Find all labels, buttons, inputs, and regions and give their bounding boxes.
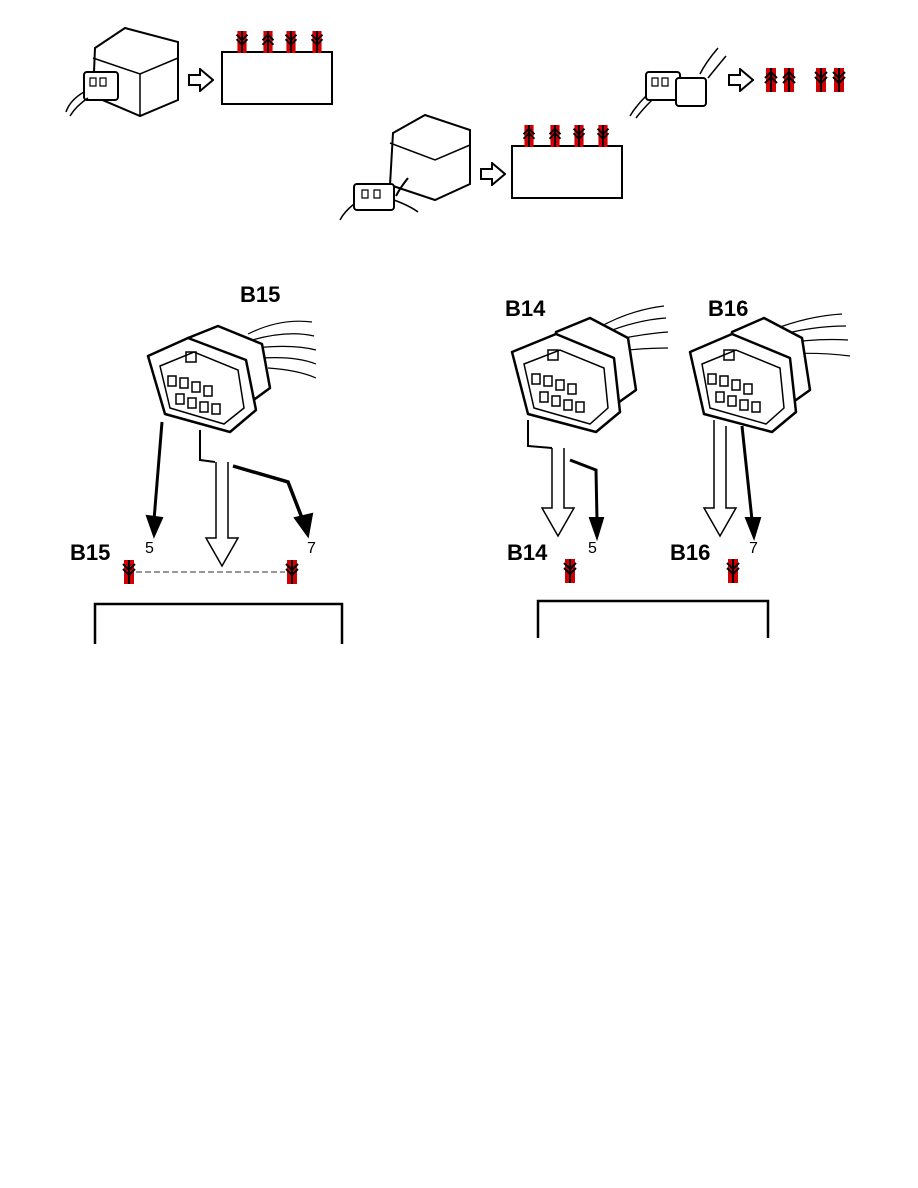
wire-pin-5	[123, 560, 135, 584]
connector-b14-group: B14 B14 5	[505, 296, 669, 583]
pin-7-label: 7	[307, 540, 316, 557]
ecu-box-illustration-1	[65, 26, 179, 118]
connector-b16-label: B16	[708, 296, 748, 321]
inline-connector-illustration	[629, 47, 727, 119]
pin-b-connector-label: B16	[670, 540, 710, 565]
wire-b16-pin-7	[727, 559, 739, 583]
connector-b15-illustration	[146, 320, 317, 434]
pin-a-label: 5	[588, 540, 597, 557]
ecu-outline-left	[93, 602, 344, 644]
top-panel-2	[339, 113, 623, 221]
flow-arrow-icon	[728, 68, 754, 92]
wire-pin-7	[286, 560, 298, 584]
terminal-box-2	[511, 145, 623, 199]
terminal-wires-1	[235, 31, 324, 53]
ecu-box-illustration-2	[339, 113, 471, 221]
pin-5-label: 5	[145, 540, 154, 557]
flow-arrow-icon	[480, 162, 506, 186]
bottom-left-connector-label: B15	[70, 540, 110, 565]
connector-b16-group: B16 B16 7	[670, 296, 851, 583]
wire-b14-pin-5	[564, 559, 576, 583]
top-panel-3	[629, 47, 846, 119]
terminal-box-1	[221, 51, 333, 105]
terminal-wires-2	[522, 125, 610, 147]
top-panel-1	[65, 26, 333, 118]
connector-b16-illustration	[688, 313, 851, 434]
connector-b15-label: B15	[240, 282, 280, 307]
pin-a-connector-label: B14	[507, 540, 548, 565]
pin-b-label: 7	[749, 540, 758, 557]
flow-arrow-icon	[188, 68, 214, 92]
ecu-outline-right	[536, 599, 770, 638]
connector-b14-label: B14	[505, 296, 546, 321]
connector-b14-illustration	[510, 305, 669, 434]
inline-wires	[764, 66, 846, 94]
connector-b15-group: B15 B15 5 7	[70, 282, 344, 644]
